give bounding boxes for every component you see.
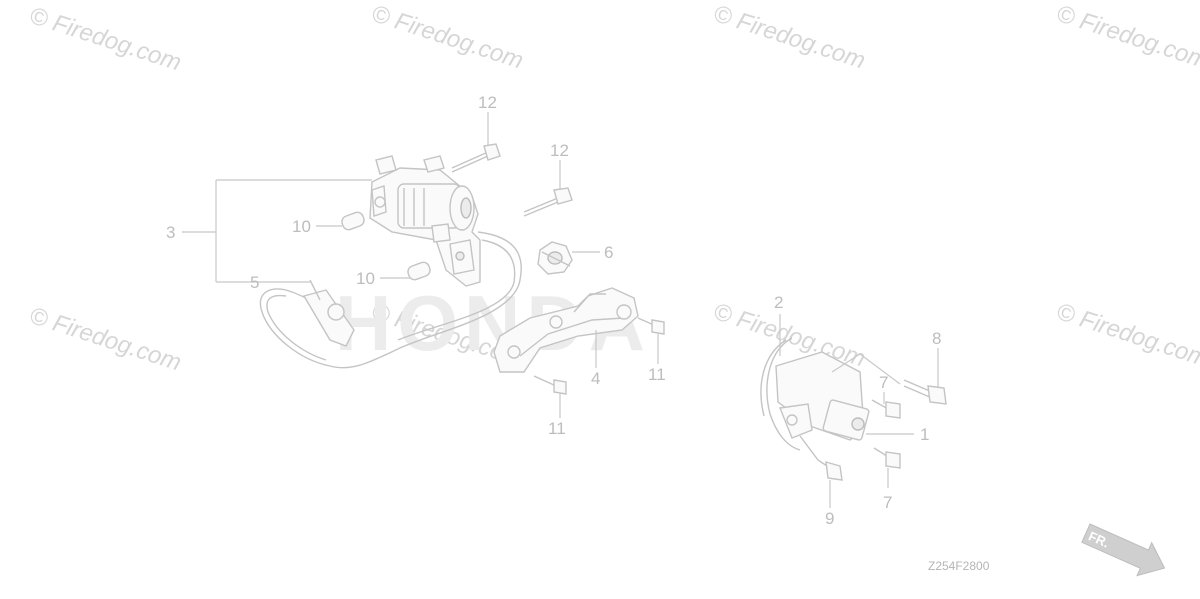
gear-nut-part: [537, 241, 573, 275]
callout-11a: 11: [648, 365, 666, 384]
mounting-bracket: [493, 287, 639, 373]
callout-6: 6: [604, 243, 613, 262]
bolt-parts-12: [451, 143, 573, 217]
callout-4: 4: [591, 369, 600, 388]
watermark-text: © Firedog.com: [26, 302, 184, 376]
callout-8: 8: [932, 329, 941, 348]
relay-bracket-assembly: [760, 337, 870, 481]
callout-2: 2: [774, 293, 783, 312]
watermark-text: © Firedog.com: [1053, 0, 1200, 74]
callout-12a: 12: [478, 93, 497, 112]
callout-10b: 10: [356, 269, 375, 288]
bush-parts: [341, 211, 431, 281]
diagram-code: Z254F2800: [928, 559, 990, 573]
callout-7a: 7: [879, 373, 888, 392]
callout-1: 1: [920, 425, 929, 444]
watermark-text: © Firedog.com: [1053, 298, 1200, 372]
starter-cable: [259, 231, 522, 369]
watermark-text: © Firedog.com: [26, 2, 184, 76]
starter-motor-assembly: [369, 155, 481, 287]
callout-5: 5: [250, 273, 259, 292]
callout-9: 9: [825, 509, 834, 528]
callout-10a: 10: [292, 217, 311, 236]
callout-12b: 12: [550, 141, 569, 160]
arrow-shape: [1081, 523, 1166, 577]
watermark-text: © Firedog.com: [368, 0, 526, 74]
front-direction-arrow: FR.: [1081, 523, 1166, 577]
screw-parts-11: [533, 317, 665, 395]
screw-parts-7-8: [871, 379, 947, 469]
callout-3: 3: [166, 223, 175, 242]
callout-11b: 11: [548, 419, 566, 438]
callout-labels: 1 2 3 4 5 6 7 7 8 9 10 10 11 11 12 12: [166, 93, 941, 528]
watermark-text: © Firedog.com: [710, 0, 868, 74]
leader-lines: [182, 112, 939, 508]
callout-7b: 7: [883, 493, 892, 512]
